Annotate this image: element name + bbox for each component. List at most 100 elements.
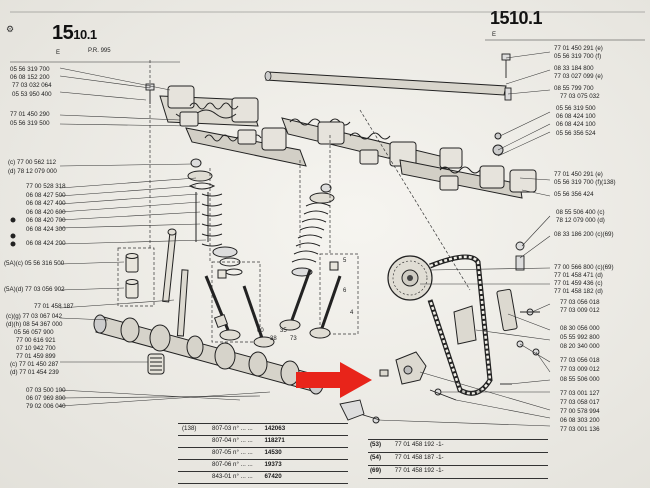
ref-right-item: 77 03 075 032 — [560, 93, 600, 100]
valve-spring-center-right — [291, 183, 335, 277]
ref-right-item: 06 08 424 100 — [556, 113, 596, 120]
rocker-assembly-left — [159, 85, 307, 167]
tappets — [125, 253, 339, 299]
ref-left-item: (5A)(c) 05 56 316 500 — [4, 260, 65, 267]
ref-right-item: 08 33 186 200 (c)(69) — [554, 231, 614, 238]
page-number-right-sub: 10.1 — [509, 8, 543, 28]
legend-row: 807-03 n° ... ... 142063 — [212, 425, 286, 432]
distributor-gear — [147, 353, 165, 375]
lang-mark-right: E — [492, 32, 497, 38]
label-60: 60 — [257, 328, 264, 334]
ref-right-item: 06 08 303 200 — [560, 417, 600, 424]
valve-spring-center-left — [187, 158, 243, 276]
legend-row: 807-06 n° ... ... 19373 — [212, 461, 282, 468]
page-number-sub: 10.1 — [73, 27, 97, 42]
ref-right-item: 77 00 566 800 (c)(69) — [554, 264, 614, 271]
ref-left-item: 06 08 420 600 — [26, 209, 66, 216]
ref-right-item: 05 56 319 700 (f) — [554, 53, 602, 60]
ref-left-item: 07 10 942 700 — [16, 345, 56, 352]
ref-right-item: 08 55 506 000 — [560, 376, 600, 383]
ref-right-item: 77 03 058 017 — [560, 399, 600, 406]
ref-right-item: 77 01 450 291 (e) — [554, 45, 603, 52]
ref-left-item: 77 00 616 921 — [16, 337, 56, 344]
ref-right-item: 77 03 027 099 (e) — [554, 73, 603, 80]
ref-right-item: 08 30 056 000 — [560, 325, 600, 332]
ref-left-item: 77 01 450 290 — [10, 111, 50, 118]
timing-gear — [387, 255, 433, 301]
ref-left-item: 77 00 528 318 — [26, 183, 66, 190]
ref-right-item: 08 20 340 000 — [560, 343, 600, 350]
label-4: 4 — [350, 310, 354, 316]
ref-left-item: (d)(h) 08 54 367 000 — [6, 321, 63, 328]
ref-right-item: 77 01 459 436 (c) — [554, 280, 603, 287]
ref-left-item: (d) 78 12 079 000 — [8, 168, 57, 175]
ref-right-item: 77 00 578 994 — [560, 408, 600, 415]
rocker-shaft — [264, 71, 507, 96]
page-number-main: 15 — [52, 22, 74, 44]
ref-right-item: 05 55 992 800 — [560, 334, 600, 341]
legend-row: 807-04 n° ... ... 118271 — [212, 437, 285, 444]
highlight-arrow — [296, 362, 372, 398]
ref-left-item: 77 01 459 899 — [16, 353, 56, 360]
chain-tensioner — [379, 288, 518, 385]
ref-left-item: 06 08 427 500 — [26, 192, 66, 199]
legend-row-right: (53) 77 01 458 192 -1- — [370, 441, 444, 448]
timing-chain — [427, 254, 493, 396]
ref-left-item: 05 56 057 900 — [14, 329, 54, 336]
ref-left-item: (5A)(d) 77 03 056 902 — [4, 286, 65, 293]
pr-code: P.R. 995 — [88, 48, 111, 54]
page-number-right-main: 15 — [490, 8, 510, 28]
ref-left-item: 06 08 420 700 — [26, 217, 66, 224]
ref-right-item: 08 55 799 700 — [554, 85, 594, 92]
label-5: 5 — [343, 258, 347, 264]
legend-row-right: (54) 77 01 458 187 -1- — [370, 454, 444, 461]
ref-left-item: 06 08 427 400 — [26, 200, 66, 207]
ref-right-item: 77 03 009 012 — [560, 366, 600, 373]
legend-row-right: (69) 77 01 458 192 -1- — [370, 467, 444, 474]
ref-left-item: 07 03 500 100 — [26, 387, 66, 394]
ref-left-item: 05 56 319 500 — [10, 120, 50, 127]
ref-right-item: 77 03 001 136 — [560, 426, 600, 433]
ref-right-item: 77 03 056 018 — [560, 357, 600, 364]
ref-left-item: (c) 77 01 450 287 — [10, 361, 59, 368]
ref-right-item: 77 03 009 012 — [560, 307, 600, 314]
ref-right-item: 77 03 001 127 — [560, 390, 600, 397]
ref-right-item: 77 01 450 291 (e) — [554, 171, 603, 178]
ref-left-item: (c) 77 00 562 112 — [8, 159, 57, 166]
ref-right-item: 77 01 458 471 (d) — [554, 272, 603, 279]
page-header-right: 1510.1 — [490, 8, 543, 29]
leader-lines-right — [377, 51, 551, 427]
label-6: 6 — [343, 288, 347, 294]
ref-left-item: 79 02 006 040 — [26, 403, 66, 410]
ref-left-item: 05 53 950 400 — [12, 91, 52, 98]
ref-right-item: 05 56 319 700 (f)(138) — [554, 179, 616, 186]
valves — [204, 269, 342, 348]
ref-left-item: 77 01 458 187 — [34, 303, 74, 310]
label-38: 38 — [270, 336, 277, 342]
ref-left-item: 06 08 424 300 — [26, 226, 66, 233]
ref-left-item: 77 03 032 064 — [12, 82, 52, 89]
legend-row: 807-05 n° ... ... 14530 — [212, 449, 282, 456]
ref-right-item: 06 08 424 100 — [556, 121, 596, 128]
label-35: 35 — [280, 328, 287, 334]
ref-right-item: 05 56 356 424 — [554, 191, 594, 198]
ref-right-item: 08 55 506 400 (c) — [556, 209, 605, 216]
ref-left-item: (c)(g) 77 03 067 042 — [6, 313, 63, 320]
long-rod — [176, 269, 189, 337]
ref-right-item: 77 03 056 018 — [560, 299, 600, 306]
gear-corner-icon: ⚙ — [6, 24, 15, 34]
leader-lines-left — [59, 67, 271, 407]
ref-right-item: 05 56 356 524 — [556, 130, 596, 137]
legend-group-label: (138) — [182, 425, 197, 432]
lang-mark-left: E — [56, 50, 61, 56]
ref-left-item: 06 07 969 800 — [26, 395, 66, 402]
push-rod — [162, 228, 177, 303]
ref-right-item: 08 33 184 800 — [554, 65, 594, 72]
page-header-left: 1510.1 P.R. 995 — [52, 22, 111, 54]
key-symbols-left — [10, 217, 16, 247]
ref-right-item: 78 12 079 000 (d) — [556, 217, 605, 224]
label-73: 73 — [290, 336, 297, 342]
ref-left-item: (d) 77 01 454 239 — [10, 369, 59, 376]
